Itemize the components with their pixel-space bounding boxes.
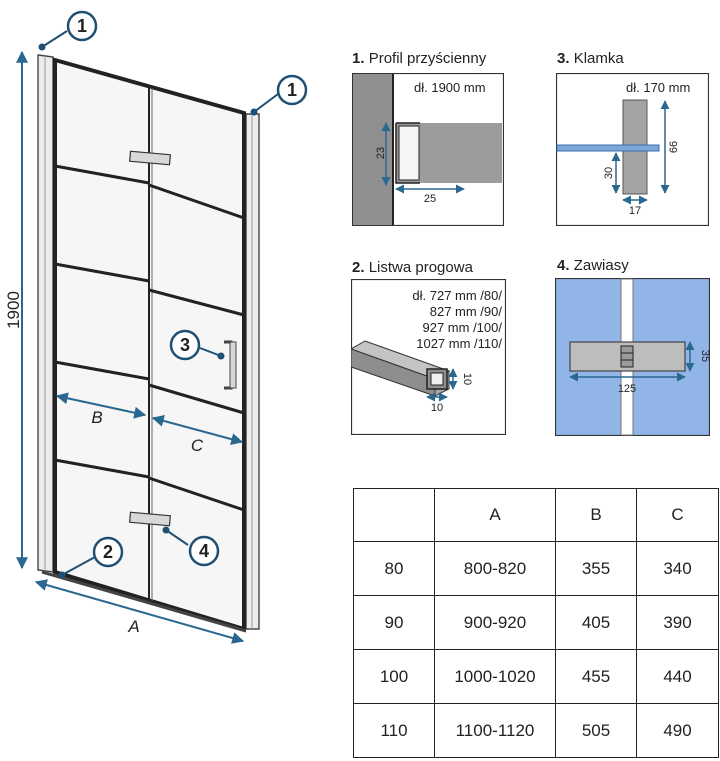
threshold-length-100: 927 mm /100/	[423, 320, 503, 335]
svg-text:125: 125	[618, 383, 636, 395]
callout-2: 2	[92, 536, 124, 568]
svg-text:10: 10	[461, 373, 473, 385]
detail-4-title: 4. Zawiasy	[557, 257, 629, 274]
table-row: 110 1100-1120 505 490	[353, 703, 719, 758]
table-cell: 1100-1120	[434, 703, 556, 758]
threshold-length-80: dł. 727 mm /80/	[412, 288, 502, 303]
a-dimension-line	[34, 579, 245, 644]
callout-1-top: 1	[66, 10, 98, 42]
table-cell: 80	[353, 541, 435, 596]
table-cell: 90	[353, 595, 435, 650]
svg-text:66: 66	[668, 141, 680, 153]
table-cell: 1000-1020	[434, 649, 556, 704]
handle-length: dł. 170 mm	[626, 80, 690, 95]
detail-2-threshold: dł. 727 mm /80/ 827 mm /90/ 927 mm /100/…	[351, 279, 506, 435]
threshold-length-110: 1027 mm /110/	[416, 336, 502, 351]
upper-hinge	[128, 150, 172, 166]
table-cell: 440	[636, 649, 719, 704]
right-panel-bars	[148, 183, 245, 512]
svg-text:2: 2	[103, 542, 113, 562]
a-dimension-label: A	[127, 617, 139, 636]
left-panel-bars	[54, 164, 150, 479]
table-cell: 800-820	[434, 541, 556, 596]
table-cell: 405	[555, 595, 637, 650]
wall-section	[353, 74, 393, 225]
table-cell: 355	[555, 541, 637, 596]
detail-1-wall-profile: dł. 1900 mm 23 25	[352, 73, 504, 226]
svg-text:30: 30	[603, 167, 615, 179]
detail-2-title: 2. Listwa progowa	[352, 259, 473, 276]
table-header-cell	[353, 488, 435, 542]
glass-pane	[556, 144, 660, 152]
c-dimension-line	[151, 415, 244, 445]
table-header-row: A B C	[353, 488, 719, 542]
svg-text:4: 4	[199, 541, 209, 561]
table-cell: 100	[353, 649, 435, 704]
threshold-length-90: 827 mm /90/	[430, 304, 503, 319]
table-cell: 390	[636, 595, 719, 650]
table-cell: 110	[353, 703, 435, 758]
table-cell: 900-920	[434, 595, 556, 650]
detail-3-title: 3. Klamka	[557, 50, 624, 67]
detail-4-hinges: 35 125	[555, 278, 710, 436]
lower-hinge	[128, 511, 172, 527]
callout-3: 3	[169, 329, 201, 361]
svg-text:17: 17	[629, 205, 641, 217]
height-dimension-label: 1900	[4, 291, 23, 329]
table-row: 100 1000-1020 455 440	[353, 649, 719, 704]
table-row: 90 900-920 405 390	[353, 595, 719, 650]
svg-text:3: 3	[180, 335, 190, 355]
svg-text:25: 25	[424, 193, 436, 205]
profile-length: dł. 1900 mm	[414, 80, 486, 95]
door-drawing: 1900 B C A	[4, 10, 308, 644]
c-dimension-label: C	[191, 436, 204, 455]
table-cell: 505	[555, 703, 637, 758]
detail-3-handle: dł. 170 mm 66 30 17	[556, 73, 709, 226]
svg-text:35: 35	[699, 350, 710, 362]
svg-text:23: 23	[375, 147, 387, 159]
callout-4: 4	[188, 535, 220, 567]
svg-text:1: 1	[77, 16, 87, 36]
table-header-cell: C	[636, 488, 719, 542]
table-row: 80 800-820 355 340	[353, 541, 719, 596]
dimension-table: A B C 80 800-820 355 340 90 900-920 405 …	[353, 488, 719, 758]
table-cell: 490	[636, 703, 719, 758]
svg-text:10: 10	[431, 402, 443, 414]
table-header-cell: B	[555, 488, 637, 542]
table-header-cell: A	[434, 488, 556, 542]
table-cell: 340	[636, 541, 719, 596]
callout-1-right: 1	[276, 74, 308, 106]
svg-text:1: 1	[287, 80, 297, 100]
b-dimension-line	[55, 392, 147, 419]
b-dimension-label: B	[91, 408, 102, 427]
detail-1-title: 1. Profil przyścienny	[352, 50, 487, 67]
table-cell: 455	[555, 649, 637, 704]
